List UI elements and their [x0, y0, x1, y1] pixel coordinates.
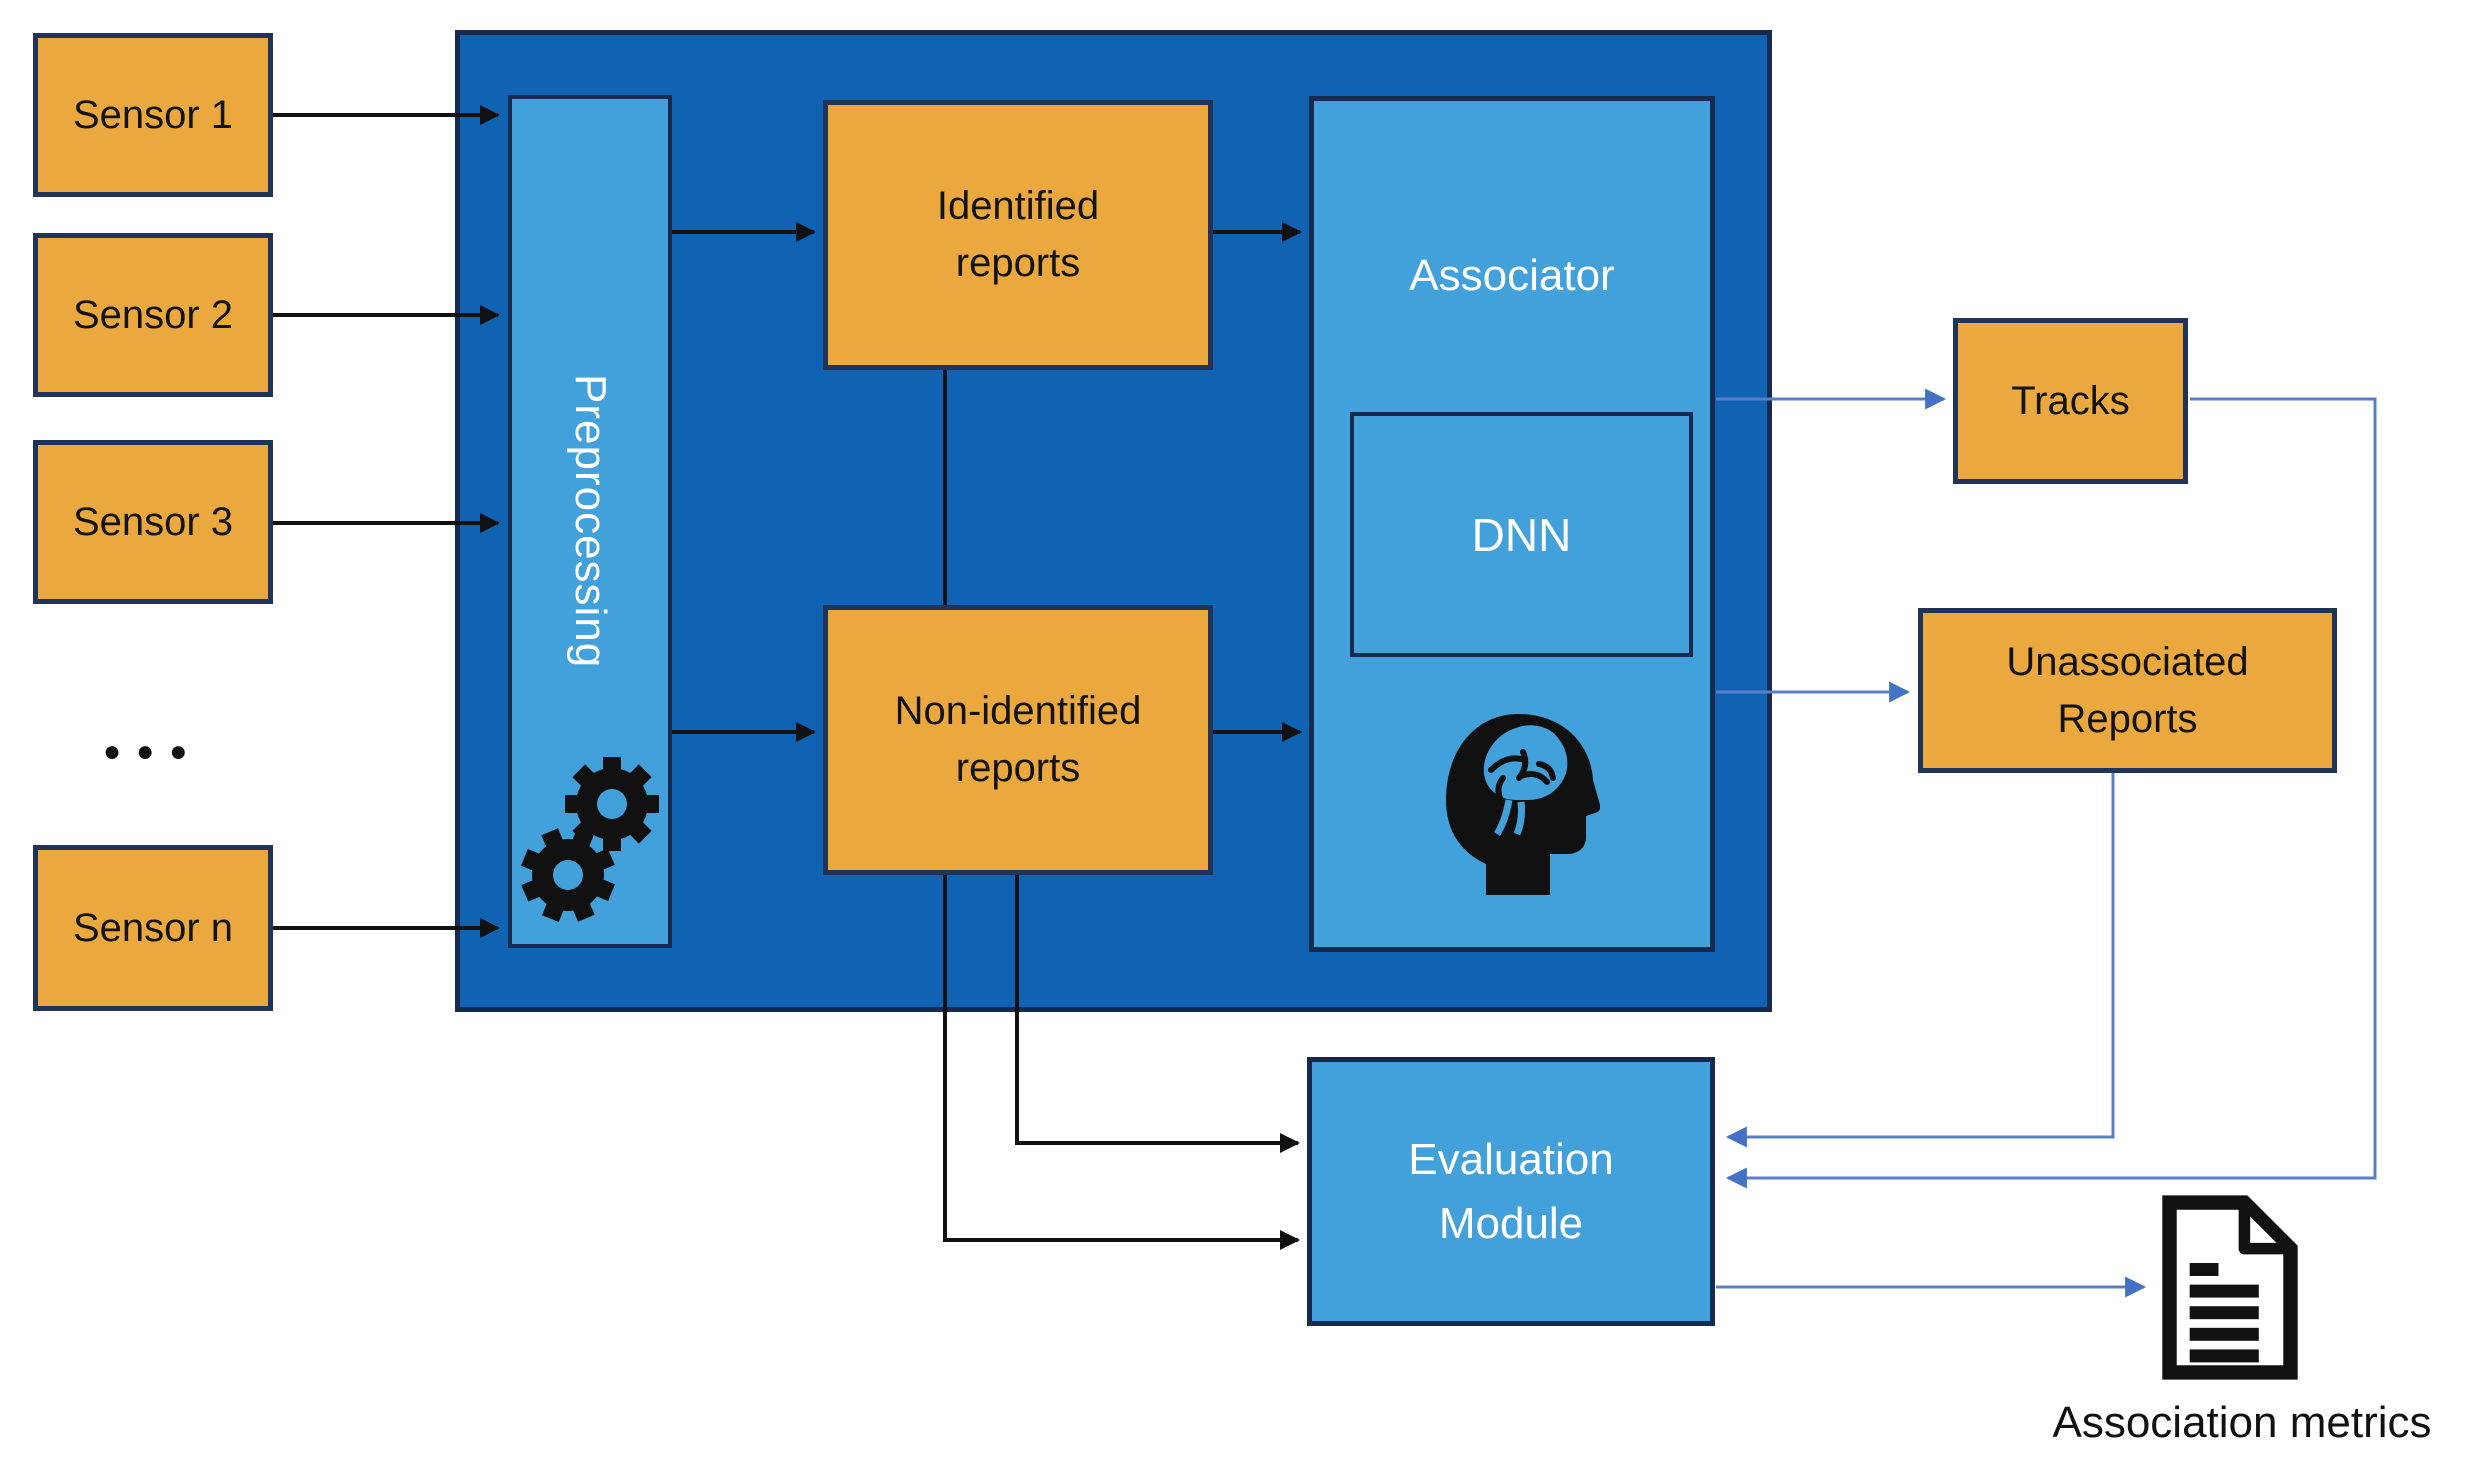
sensor-1-label: Sensor 1: [72, 92, 234, 137]
gear-large: [565, 757, 659, 851]
sensor-n-box: Sensor n: [33, 845, 273, 1011]
associator-box: Associator DNN: [1309, 96, 1715, 952]
unassociated-reports-box: Unassociated Reports: [1918, 608, 2337, 773]
unassociated-reports-label: Unassociated Reports: [2006, 639, 2249, 741]
identified-reports-label: Identified reports: [936, 184, 1100, 285]
arrow-unassociated-to-evaluation: [1725, 773, 2115, 1148]
document-icon: [2162, 1195, 2298, 1380]
ellipsis-dots: ●●●: [103, 735, 203, 768]
gear-small: [521, 828, 615, 922]
associator-label: Associator: [1409, 251, 1615, 300]
tracks-box: Tracks: [1953, 318, 2188, 484]
association-metrics-label: Association metrics: [2052, 1398, 2432, 1447]
sensor-2-box: Sensor 2: [33, 233, 273, 397]
dnn-label: DNN: [1471, 508, 1572, 561]
sensor-n-label: Sensor n: [72, 905, 234, 950]
evaluation-module-box: Evaluation Module: [1307, 1057, 1715, 1326]
sensor-2-label: Sensor 2: [72, 292, 234, 337]
arrow-tracks-to-evaluation: [1725, 397, 2377, 1189]
dnn-box: DNN: [1350, 412, 1693, 657]
non-identified-reports-label: Non-identified reports: [894, 689, 1142, 790]
evaluation-module-label: Evaluation Module: [1408, 1134, 1614, 1248]
sensor-3-box: Sensor 3: [33, 440, 273, 604]
sensor-1-box: Sensor 1: [33, 33, 273, 197]
sensor-3-label: Sensor 3: [72, 499, 234, 544]
identified-reports-box: Identified reports: [823, 100, 1213, 370]
tracks-label: Tracks: [2011, 378, 2130, 423]
non-identified-reports-box: Non-identified reports: [823, 605, 1213, 875]
brain-icon: [1446, 714, 1600, 895]
preprocessing-label: Preprocessing: [566, 374, 615, 669]
gears-icon: [521, 757, 659, 922]
